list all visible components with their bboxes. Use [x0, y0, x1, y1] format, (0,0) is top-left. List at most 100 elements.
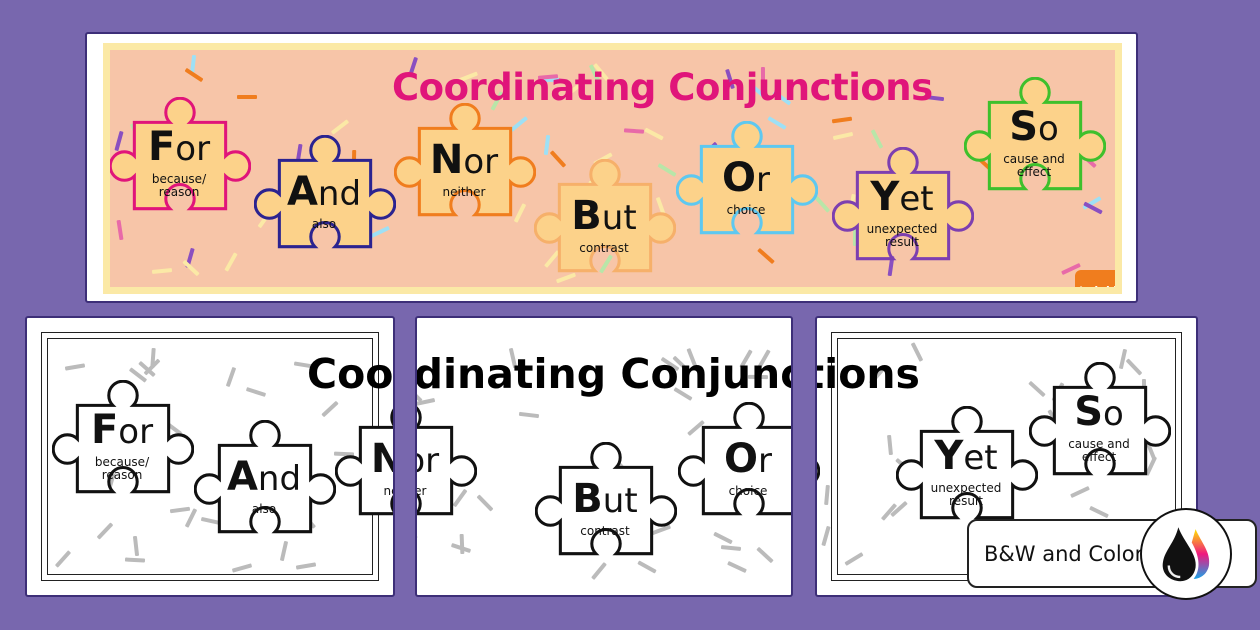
puzzle-shape: [335, 408, 393, 516]
banner-background: Coordinating Conjunctions twinkl Forbeca…: [110, 50, 1115, 287]
confetti: [245, 387, 266, 398]
conjunction-meaning: because/ reason: [94, 455, 150, 482]
conjunction-word: But: [572, 479, 637, 519]
confetti: [726, 561, 747, 574]
word-rest: et: [899, 179, 934, 220]
puzzle-shape: [896, 406, 1038, 520]
bw-banner-title: Coordinating Conjunctions: [307, 350, 394, 398]
conjunction-word: So: [1074, 392, 1124, 432]
puzzle-shape: [194, 420, 336, 534]
confetti: [231, 562, 252, 573]
piece-text: So cause and effect: [989, 99, 1079, 187]
conjunction-word: So: [1009, 107, 1059, 147]
first-letter: Y: [870, 174, 900, 221]
conjunction-word: And: [287, 172, 361, 212]
badge-label: B&W and Color: [984, 541, 1144, 566]
confetti: [330, 118, 350, 135]
conjunction-word: Nor: [371, 436, 393, 482]
conjunction-word: Nor: [417, 439, 440, 481]
conjunction-meaning: unexpected result: [866, 222, 938, 249]
conjunction-meaning: neither: [415, 483, 427, 498]
puzzle-piece-so: So cause and effect: [964, 77, 1106, 209]
first-letter: F: [147, 124, 176, 171]
bw-banner-title: Coordinating Conjunctions: [415, 350, 791, 398]
confetti: [886, 434, 893, 456]
conjunction-word: And: [227, 457, 301, 497]
conjunction-meaning: contrast: [579, 240, 629, 255]
confetti: [518, 411, 540, 419]
confetti: [124, 557, 145, 563]
puzzle-shape: [394, 103, 536, 217]
first-letter: B: [572, 475, 603, 522]
confetti: [643, 127, 664, 141]
puzzle-shape: [1029, 362, 1171, 476]
first-letter: N: [371, 436, 393, 482]
first-letter: N: [429, 136, 464, 183]
word-rest: or: [118, 412, 154, 453]
confetti: [756, 546, 774, 564]
puzzle-shape: [535, 442, 677, 556]
first-letter: A: [226, 453, 258, 500]
conjunction-word: Or: [722, 158, 770, 198]
puzzle-piece-nor: Nor neither: [415, 402, 477, 534]
banner-title: Coordinating Conjunctions: [392, 66, 933, 109]
confetti: [477, 494, 494, 512]
word-rest: or: [417, 440, 440, 481]
conjunction-word: Nor: [430, 140, 498, 180]
confetti: [1089, 505, 1110, 518]
puzzle-shape: [110, 97, 251, 211]
conjunction-meaning: also: [311, 216, 337, 231]
first-letter: Y: [934, 433, 964, 480]
word-rest: ut: [601, 197, 637, 238]
confetti: [624, 128, 645, 134]
first-letter: S: [1009, 104, 1038, 151]
conjunction-meaning: cause and effect: [1003, 152, 1065, 179]
confetti: [224, 252, 238, 272]
puzzle-shape: [832, 147, 974, 261]
conjunction-meaning: choice: [726, 202, 766, 217]
word-rest: et: [963, 438, 998, 479]
puzzle-shape: [678, 402, 791, 516]
confetti: [65, 363, 86, 372]
first-letter: F: [90, 407, 119, 454]
confetti: [295, 562, 317, 570]
conjunction-meaning: because/ reason: [151, 172, 207, 199]
confetti: [417, 535, 418, 556]
first-letter: A: [286, 168, 318, 215]
conjunction-meaning: cause and effect: [1068, 437, 1130, 464]
puzzle-shape: [417, 406, 477, 516]
first-letter: O: [724, 435, 759, 482]
conjunction-meaning: neither: [383, 483, 393, 498]
confetti: [182, 260, 200, 277]
conjunction-meaning: unexpected result: [930, 481, 1002, 508]
conjunction-word: For: [91, 410, 153, 450]
word-rest: r: [756, 159, 770, 200]
word-rest: r: [758, 440, 772, 481]
puzzle-shape: [817, 461, 820, 481]
conjunction-word: Yet: [870, 177, 933, 217]
confetti: [870, 129, 884, 149]
piece-text: So cause and effect: [1054, 384, 1144, 472]
piece-text: Or choice: [701, 143, 791, 231]
bw-banner-title: Coordinating Conjunctions: [817, 350, 920, 398]
